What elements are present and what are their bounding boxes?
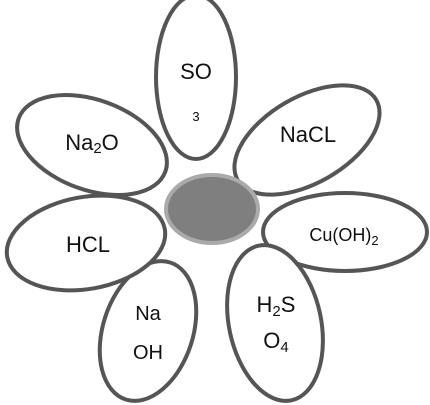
label-na2o-na: Na (65, 130, 94, 155)
label-h2so4-line2: O4 (263, 328, 288, 356)
label-h2so4-s: S (281, 292, 296, 317)
label-h2so4-h-sub: 2 (272, 303, 280, 320)
label-so3-sub: 3 (192, 109, 199, 124)
label-h2so4-line1: H2S (257, 292, 296, 320)
petal-naoh (97, 259, 199, 403)
petal-h2so4 (225, 243, 325, 403)
label-na2o: Na2O (65, 130, 119, 157)
label-hcl: HCL (66, 232, 110, 257)
label-h2so4-o: O (263, 328, 280, 353)
label-na2o-sub: 2 (93, 140, 101, 157)
label-nacl: NaCL (280, 122, 336, 147)
label-cuoh2-main: Cu(OH) (309, 225, 371, 245)
petal-na2o (15, 93, 169, 197)
label-cuoh2: Cu(OH)2 (309, 225, 378, 248)
center-disc (164, 173, 260, 245)
label-h2so4-h: H (257, 292, 273, 317)
petal-hcl (4, 193, 168, 293)
label-na2o-o: O (102, 130, 119, 155)
label-naoh-line2: OH (133, 342, 163, 364)
label-h2so4-o-sub: 4 (280, 339, 288, 356)
label-cuoh2-sub: 2 (371, 233, 378, 248)
petal-so3 (154, 0, 238, 161)
petal-cuoh2 (261, 191, 429, 273)
label-naoh-line1: Na (135, 303, 161, 325)
label-so3: SO (180, 59, 212, 84)
